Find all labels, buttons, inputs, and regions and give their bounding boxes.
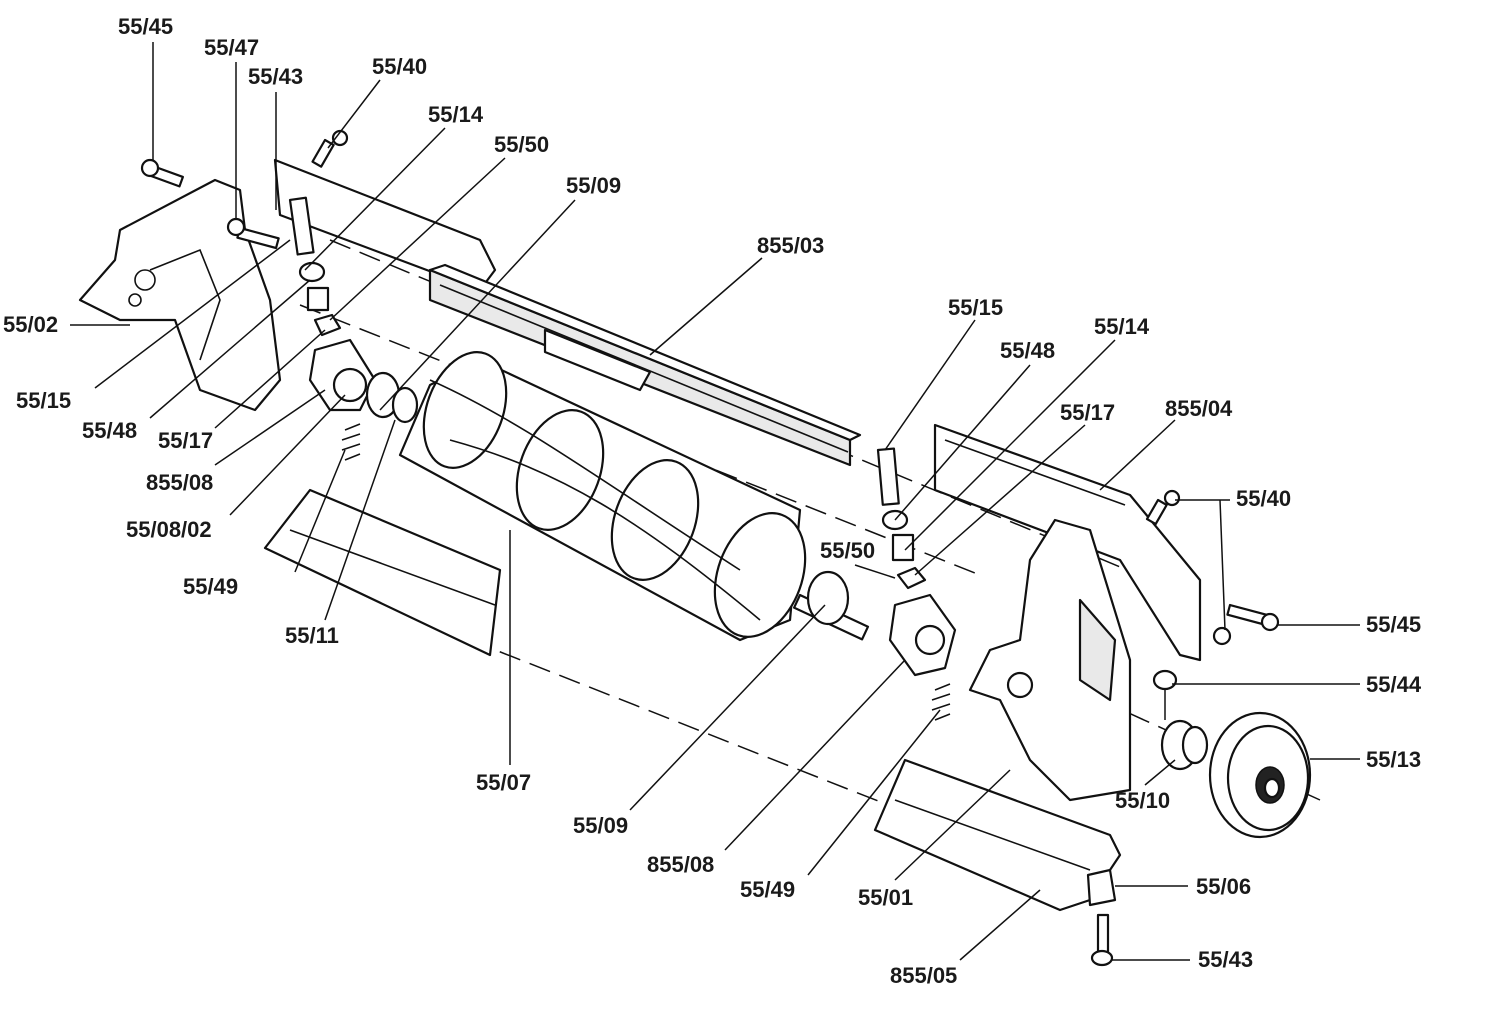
label-855-04: 855/04 xyxy=(1165,396,1233,421)
label-55-09: 55/09 xyxy=(573,813,628,838)
label-55-49: 55/49 xyxy=(183,574,238,599)
label-55-17: 55/17 xyxy=(1060,400,1115,425)
label-55-07: 55/07 xyxy=(476,770,531,795)
right-side-plate-part xyxy=(968,518,1132,802)
leader-lines xyxy=(70,42,1360,961)
wheel-assembly xyxy=(1152,669,1312,839)
label-55-43: 55/43 xyxy=(248,64,303,89)
label-55-45: 55/45 xyxy=(118,14,173,39)
cutting-cylinder-part xyxy=(398,351,870,642)
bottom-blade-left-part xyxy=(263,488,502,657)
label-855-08: 855/08 xyxy=(146,470,213,495)
label-55-11: 55/11 xyxy=(285,623,339,648)
label-55-14: 55/14 xyxy=(1094,314,1150,339)
label-55-40: 55/40 xyxy=(1236,486,1291,511)
label-55-14: 55/14 xyxy=(428,102,484,127)
label-55-49: 55/49 xyxy=(740,877,795,902)
label-55-45: 55/45 xyxy=(1366,612,1421,637)
label-55-47: 55/47 xyxy=(204,35,259,60)
label-55-09: 55/09 xyxy=(566,173,621,198)
label-55-44: 55/44 xyxy=(1366,672,1422,697)
left-adjuster-parts xyxy=(288,196,342,337)
label-55-48: 55/48 xyxy=(82,418,137,443)
label-55-50: 55/50 xyxy=(820,538,875,563)
bolts xyxy=(140,129,1280,967)
part-labels: 55/45 55/47 55/43 55/40 55/14 55/50 55/0… xyxy=(3,14,1422,988)
label-55-43: 55/43 xyxy=(1198,947,1253,972)
label-55-02: 55/02 xyxy=(3,312,58,337)
right-adjuster-parts xyxy=(876,447,927,590)
label-55-06: 55/06 xyxy=(1196,874,1251,899)
label-55-01: 55/01 xyxy=(858,885,913,910)
label-55-48: 55/48 xyxy=(1000,338,1055,363)
label-55-15: 55/15 xyxy=(948,295,1003,320)
label-855-08: 855/08 xyxy=(647,852,714,877)
label-55-50: 55/50 xyxy=(494,132,549,157)
label-55-10: 55/10 xyxy=(1115,788,1170,813)
label-55-08-02: 55/08/02 xyxy=(126,517,212,542)
bottom-blade-right-part xyxy=(873,758,1122,912)
label-55-40: 55/40 xyxy=(372,54,427,79)
rear-bar-part xyxy=(273,158,862,467)
right-bearing-assembly xyxy=(806,570,957,721)
label-55-13: 55/13 xyxy=(1366,747,1421,772)
left-bearing-assembly xyxy=(308,338,419,461)
label-55-17: 55/17 xyxy=(158,428,213,453)
label-55-15: 55/15 xyxy=(16,388,71,413)
right-bar-part xyxy=(933,423,1202,662)
label-855-05: 855/05 xyxy=(890,963,957,988)
left-side-plate-part xyxy=(78,178,282,412)
label-855-03: 855/03 xyxy=(757,233,824,258)
